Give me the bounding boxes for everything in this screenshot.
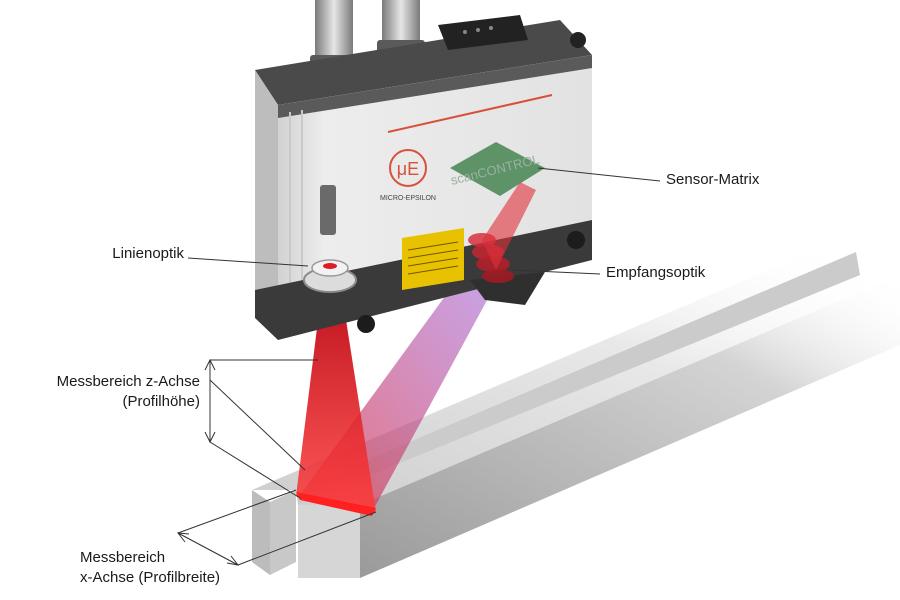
label-z-axis-line1: Messbereich z-Achse [56,373,200,390]
label-sensor-matrix: Sensor-Matrix [666,171,760,188]
housing-front [255,70,278,320]
leader-sensor-matrix [537,167,661,182]
rail-right-front [298,505,360,578]
label-empfangsoptik: Empfangsoptik [606,264,706,281]
laser-fan [296,320,376,512]
x-axis-dimension-line [177,532,239,566]
label-z-axis: Messbereich z-Achse (Profilhöhe) [20,372,200,412]
x-axis-arrow-right [226,555,240,566]
x-axis-arrow-left [176,532,190,543]
sensor-housing: μΕ MICRO-EPSILON scanCONTROL [255,15,592,340]
label-x-axis-line2: x-Achse (Profilbreite) [80,569,221,586]
rail-right-side [360,275,900,578]
screw-icon [357,315,375,333]
laser-emitter [320,185,336,235]
beam-to-matrix [482,182,536,270]
status-display [438,15,528,50]
laser-line-on-profile [296,492,376,516]
brand-logo-icon [389,149,427,187]
screw-icon [567,231,585,249]
leader-linienoptik [187,257,309,267]
rail-right-top [298,275,900,505]
rail-left-front [270,490,296,575]
rail-gap [296,252,860,505]
label-x-axis: Messbereich x-Achse (Profilbreite) [80,548,220,588]
screw-icon [570,32,586,48]
brand-name: MICRO-EPSILON [380,195,436,202]
accent-line [387,94,553,133]
label-linienoptik: Linienoptik [112,245,184,262]
label-x-axis-line1: Messbereich [80,549,166,566]
leader-lines [176,167,661,566]
brand-logo-mark: μΕ [397,159,419,179]
z-axis-extension [209,379,306,471]
leader-empfangsoptik [511,269,601,275]
label-z-axis-line2: (Profilhöhe) [122,393,200,410]
sensor-matrix-chip [450,142,545,196]
housing-top-band [278,55,592,118]
rail-left-side [252,490,270,575]
